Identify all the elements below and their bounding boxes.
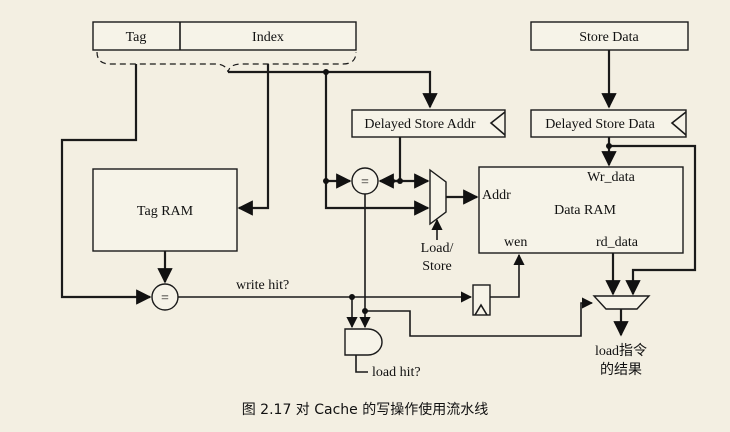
write-hit-label: write hit?: [236, 278, 289, 293]
data-ram-label: Data RAM: [554, 203, 616, 218]
store-data-label: Store Data: [579, 30, 639, 45]
load-store-label-line1: Load/: [421, 241, 454, 256]
delayed-store-data-box: [530, 109, 687, 138]
tag-ram-box: [92, 168, 238, 252]
address-to-mux-wire: [324, 72, 430, 216]
junction-dot: [389, 178, 395, 184]
address-mux: [429, 168, 447, 226]
tag-field-label: Tag: [126, 30, 147, 45]
junction-dot: [362, 308, 368, 314]
junction-dot: [323, 178, 329, 184]
delayed-store-addr-box: [351, 109, 506, 138]
address-to-delayed-addr-wire: [228, 70, 438, 109]
wen-port-label: wen: [504, 235, 527, 250]
index-to-tag-ram-wire: [237, 64, 270, 216]
tag-to-comparator-wire: [60, 64, 152, 305]
delayed-addr-to-comparator-wire: [378, 137, 402, 189]
load-store-label-line2: Store: [422, 259, 452, 274]
data-ram-box: [478, 166, 684, 254]
load-hit-label: load hit?: [372, 365, 421, 380]
load-result-label-line1: load指令: [595, 343, 647, 359]
figure-caption: 图 2.17 对 Cache 的写操作使用流水线: [242, 401, 489, 418]
wr-data-port-label: Wr_data: [587, 170, 635, 185]
delayed-store-addr-label: Delayed Store Addr: [364, 117, 476, 132]
delayed-store-data-label: Delayed Store Data: [545, 117, 655, 132]
store-addr-comparator-symbol: =: [361, 175, 369, 190]
address-box: [92, 21, 357, 51]
junction-dot: [397, 178, 403, 184]
tag-ram-label: Tag RAM: [137, 204, 194, 219]
rd-data-port-label: rd_data: [596, 235, 639, 250]
index-field-label: Index: [252, 30, 284, 45]
junction-dot: [323, 69, 329, 75]
output-mux: [592, 295, 651, 310]
load-hit-output-wire: [355, 355, 368, 373]
write-hit-register-clock-icon: [474, 303, 488, 316]
write-hit-register: [472, 284, 491, 316]
tag-comparator-symbol: =: [161, 291, 169, 306]
bypass-data-to-output-mux-wire: [609, 144, 697, 296]
delayed-store-data-clock-icon: [670, 111, 687, 136]
delayed-store-addr-clock-icon: [489, 111, 506, 136]
store-match-to-output-mux-wire: [365, 297, 594, 337]
load-hit-and-gate: [344, 328, 383, 356]
junction-dot: [349, 294, 355, 300]
junction-dot: [606, 143, 612, 149]
addr-port-label: Addr: [482, 188, 511, 203]
address-register: Tag Index: [92, 21, 357, 73]
load-result-label-line2: 的结果: [600, 362, 642, 378]
write-hit-to-wen-wire: [490, 253, 525, 298]
